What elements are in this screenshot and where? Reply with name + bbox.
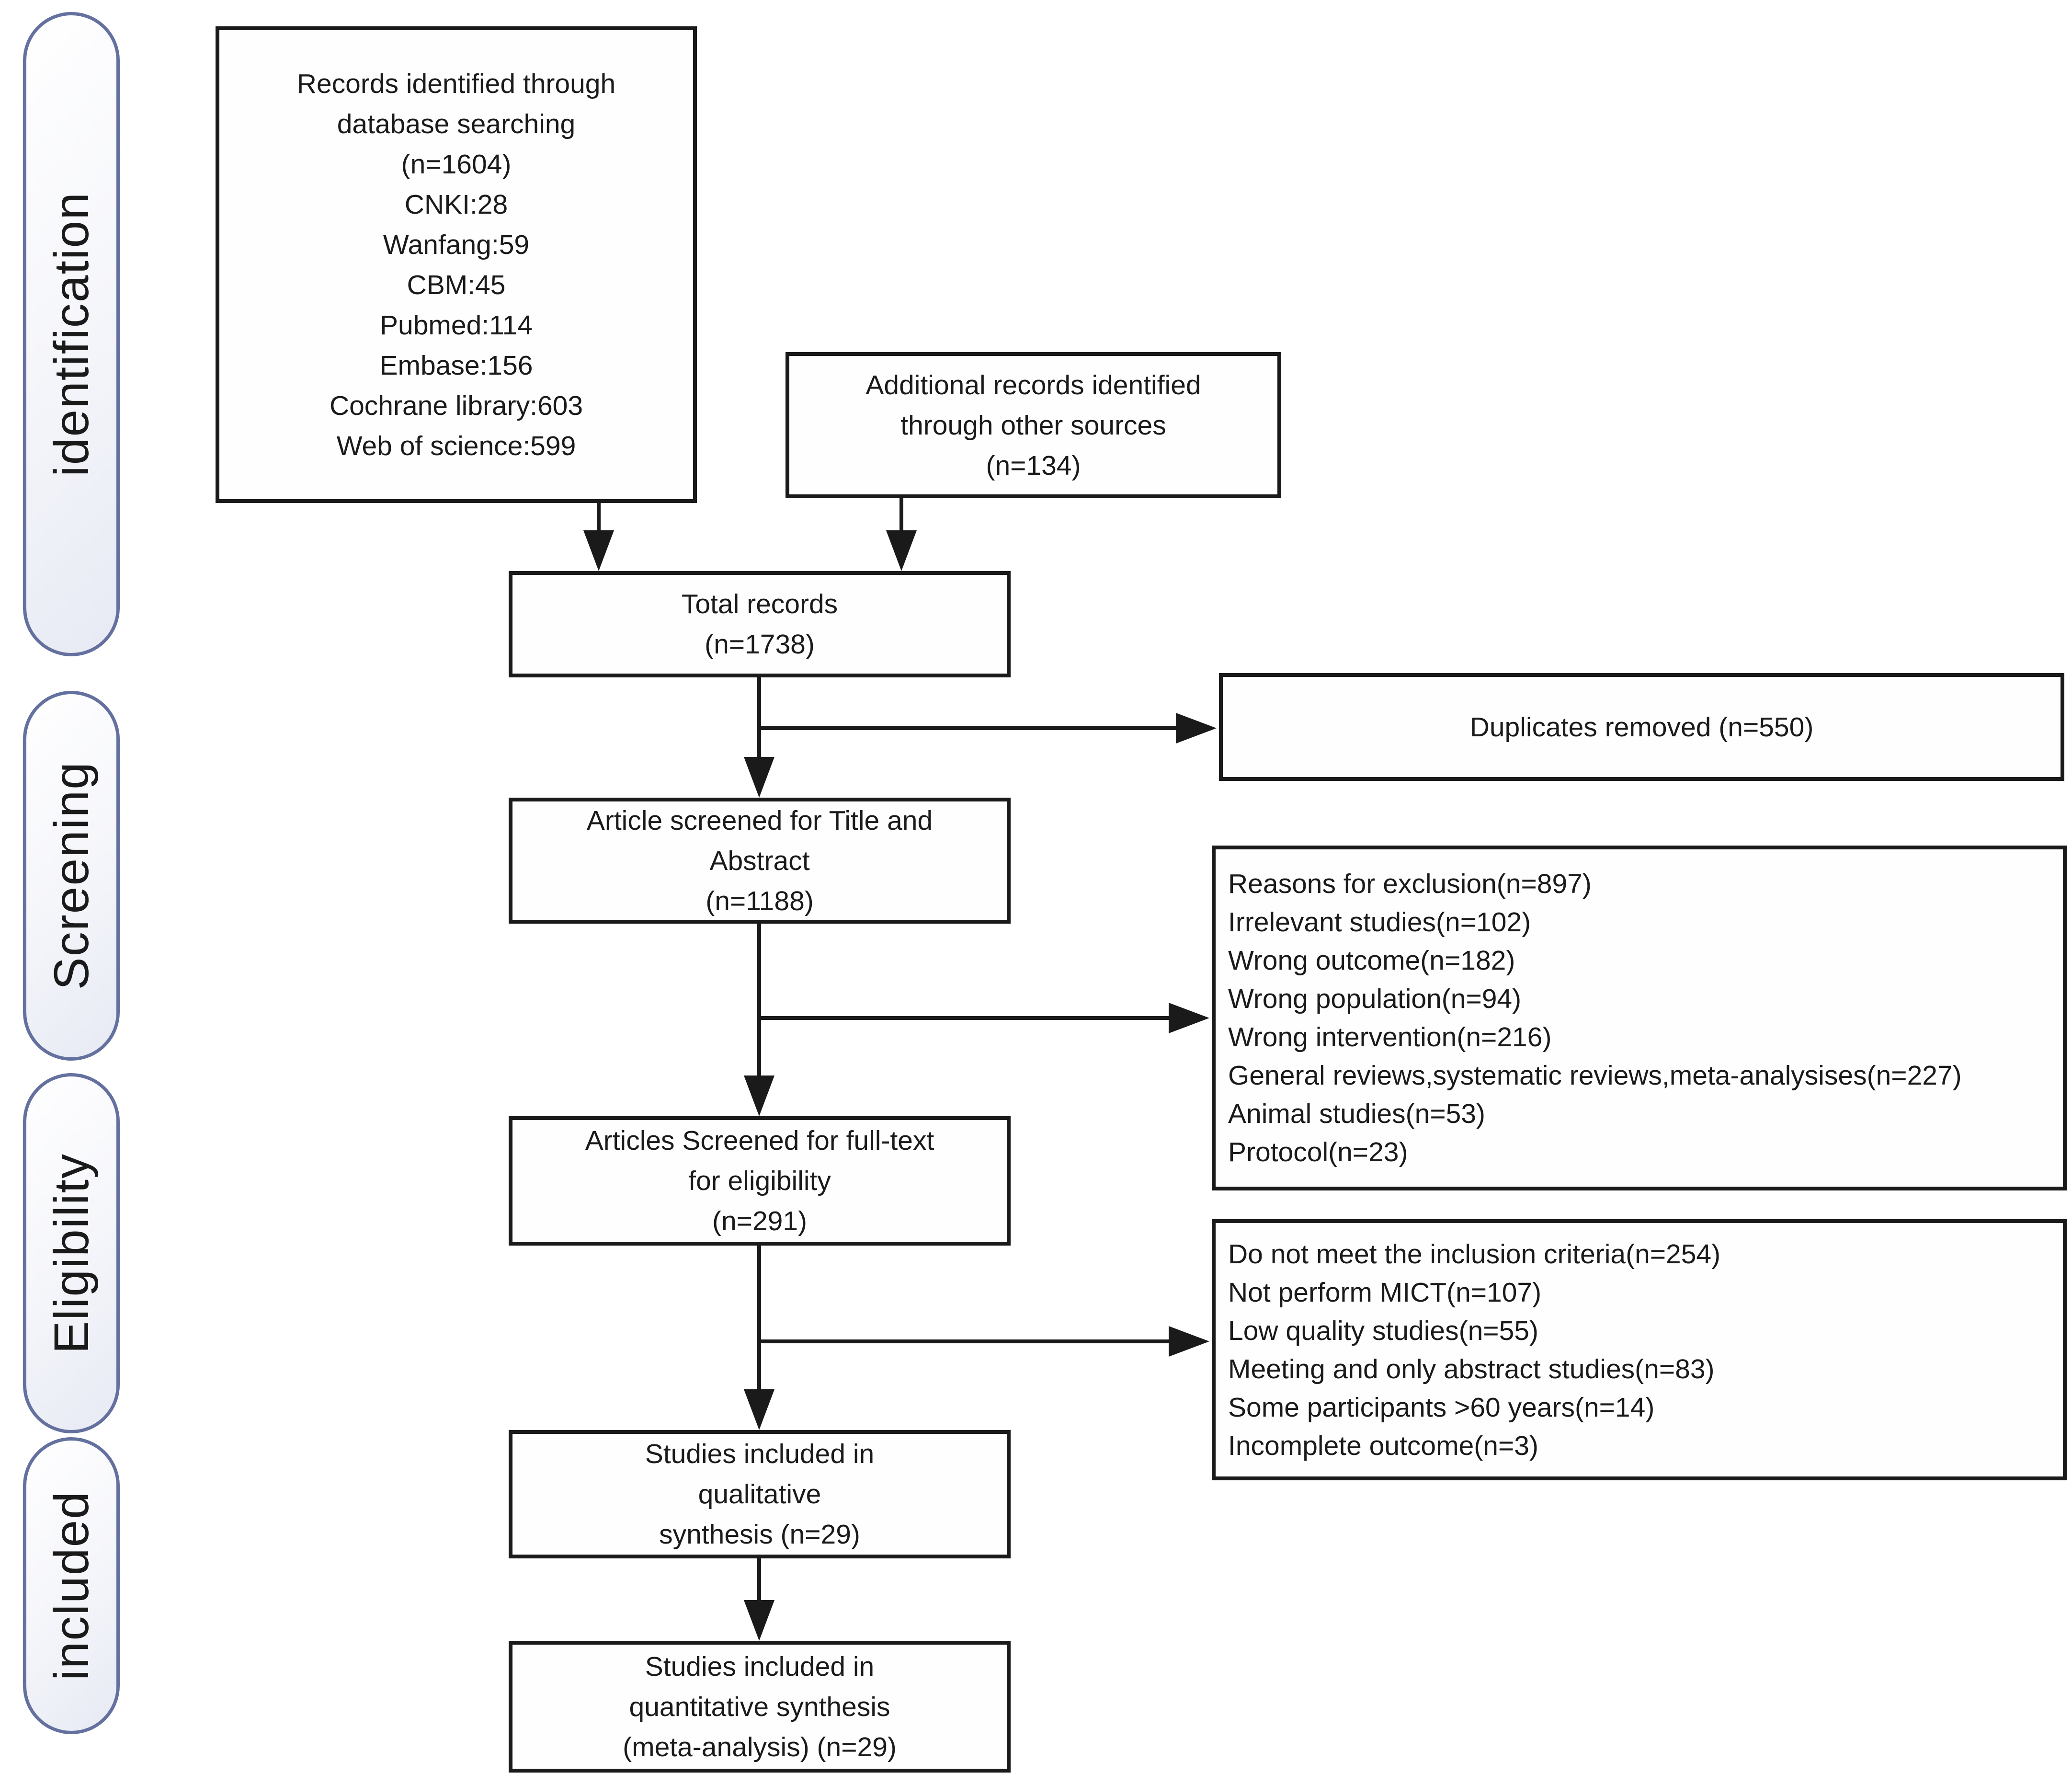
stage-screening-label: Screening [44, 761, 99, 990]
box-total-records: Total records (n=1738) [509, 571, 1011, 677]
stage-screening: Screening [23, 691, 120, 1061]
box-exclusion-reasons: Reasons for exclusion(n=897) Irrelevant … [1212, 846, 2067, 1190]
stage-identification-label: identification [44, 191, 99, 477]
box-additional-records: Additional records identified through ot… [786, 352, 1281, 498]
stage-identification: identification [23, 12, 120, 656]
box-duplicates-removed-text: Duplicates removed (n=550) [1469, 711, 1814, 743]
box-fulltext-screened-text: Articles Screened for full-text for elig… [585, 1125, 934, 1236]
box-qualitative-synthesis-text: Studies included in qualitative synthesi… [645, 1439, 875, 1550]
box-fulltext-screened: Articles Screened for full-text for elig… [509, 1116, 1011, 1246]
arrow-total-to-screening [744, 677, 774, 798]
box-database-records-text: Records identified through database sear… [296, 68, 616, 461]
box-not-meeting-criteria: Do not meet the inclusion criteria(n=254… [1212, 1219, 2067, 1480]
arrow-screening-to-fulltext [744, 924, 774, 1116]
arrow-database-to-total [583, 503, 614, 571]
stage-included-label: included [44, 1491, 99, 1681]
box-database-records: Records identified through database sear… [216, 26, 697, 503]
arrow-total-to-duplicates [759, 713, 1217, 744]
stage-eligibility: Eligibility [23, 1073, 120, 1433]
box-total-records-text: Total records (n=1738) [681, 589, 838, 660]
box-exclusion-reasons-text: Reasons for exclusion(n=897) Irrelevant … [1228, 869, 1962, 1167]
box-qualitative-synthesis: Studies included in qualitative synthesi… [509, 1430, 1011, 1558]
arrow-qualitative-to-quantitative [744, 1558, 774, 1641]
box-not-meeting-criteria-text: Do not meet the inclusion criteria(n=254… [1228, 1238, 1721, 1461]
stage-eligibility-label: Eligibility [44, 1153, 99, 1354]
arrow-fulltext-to-qualitative [744, 1246, 774, 1430]
box-quantitative-synthesis: Studies included in quantitative synthes… [509, 1641, 1011, 1773]
arrow-screening-to-exclusions [759, 1003, 1209, 1033]
box-title-abstract-screened-text: Article screened for Title and Abstract … [586, 805, 933, 916]
box-quantitative-synthesis-text: Studies included in quantitative synthes… [623, 1651, 897, 1762]
arrow-fulltext-to-notmeeting [759, 1326, 1209, 1357]
box-title-abstract-screened: Article screened for Title and Abstract … [509, 798, 1011, 924]
stage-included: included [23, 1437, 120, 1734]
box-duplicates-removed: Duplicates removed (n=550) [1219, 673, 2064, 781]
box-additional-records-text: Additional records identified through ot… [865, 369, 1201, 481]
arrow-additional-to-total [886, 498, 917, 571]
